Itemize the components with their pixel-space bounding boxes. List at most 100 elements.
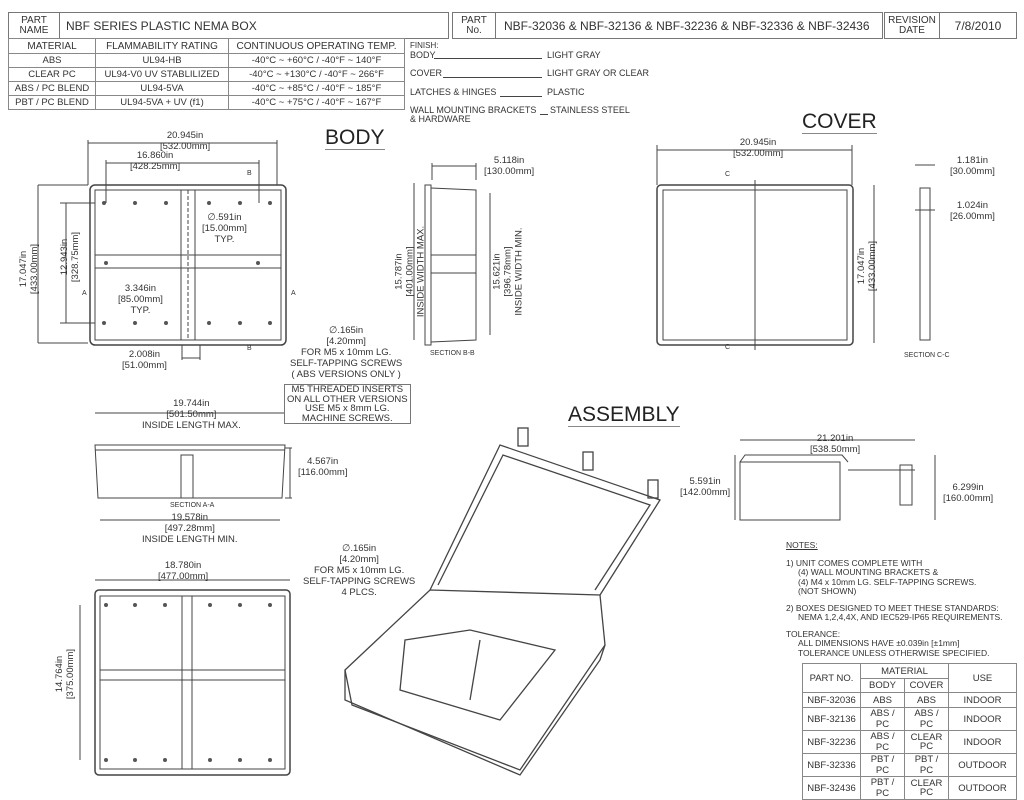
revision-date: 7/8/2010 <box>954 18 1002 33</box>
text: CLEAR PC <box>904 730 949 754</box>
text: PBT / PC <box>904 753 949 777</box>
text: [375.00mm] <box>65 648 76 700</box>
dim-bb-inside-max: 15.787in[401.00mm]INSIDE WIDTH MAX. <box>394 217 427 327</box>
part-name: NBF SERIES PLASTIC NEMA BOX <box>66 18 257 33</box>
text: PBT / PC <box>860 753 905 777</box>
dim-assembly-height-2: 6.299in[160.00mm] <box>943 482 993 504</box>
text: SELF-TAPPING SCREWS <box>290 358 403 369</box>
text: 12.943in <box>59 238 70 276</box>
text: OUTDOOR <box>948 776 1017 800</box>
revision-date-cell: 7/8/2010 <box>939 12 1017 39</box>
text: ∅.165in <box>329 325 364 336</box>
text: 19.578in <box>171 512 208 523</box>
text: [428.25mm] <box>130 161 181 172</box>
dim-cover-height: 17.047in[433.00mm] <box>856 231 878 301</box>
dim-hole-spacing: 3.346in[85.00mm]TYP. <box>118 283 163 316</box>
note-screw-4plcs: ∅.165in[4.20mm]FOR M5 x 10mm LG.SELF-TAP… <box>303 543 415 598</box>
dim-bb-depth: 5.118in[130.00mm] <box>484 155 534 177</box>
header-part-no: PART NO. <box>802 663 861 693</box>
text: 14.764in <box>54 655 65 693</box>
text: [396.78mm] <box>502 246 514 297</box>
text: [130.00mm] <box>484 166 535 177</box>
text: TOLERANCE UNLESS OTHERWISE SPECIFIED. <box>798 647 990 658</box>
finish-cover-value: LIGHT GRAY OR CLEAR <box>547 68 650 78</box>
text: [328.75mm] <box>70 231 81 283</box>
text: TYP. <box>130 305 151 316</box>
text: [160.00mm] <box>943 493 994 504</box>
text: 6.299in <box>952 482 984 493</box>
text: 19.744in <box>173 398 210 409</box>
text: NBF-32436 <box>802 776 861 800</box>
dim-body-inner-width: 16.860in[428.25mm] <box>130 150 180 172</box>
text: M5 THREADED INSERTS <box>291 384 404 395</box>
text: INSIDE LENGTH MAX. <box>142 420 241 431</box>
finish-hardware: & HARDWARE <box>410 114 471 124</box>
header-use: USE <box>948 663 1017 693</box>
revision-date-label: REVISION DATE <box>888 14 936 36</box>
text: FOR M5 x 10mm LG. <box>314 565 405 576</box>
text: NOTES: <box>786 540 818 550</box>
text: 17.047in <box>856 247 867 285</box>
text: [501.50mm] <box>166 409 217 420</box>
dim-offset: 2.008in[51.00mm] <box>122 349 167 371</box>
text: [538.50mm] <box>810 444 861 455</box>
finish-label: FINISH: <box>410 41 439 50</box>
text: 4.567in <box>307 456 339 467</box>
section-marker-c-top: C <box>725 171 731 178</box>
text: 17.047in <box>18 250 29 288</box>
dim-assembly-height-1: 5.591in[142.00mm] <box>680 476 730 498</box>
text: FOR M5 x 10mm LG. <box>301 347 392 358</box>
assembly-side-view <box>734 439 936 521</box>
text: TOLERANCE: <box>786 628 841 639</box>
section-marker-b-top: B <box>247 170 252 177</box>
dim-aa-height: 4.567in[116.00mm] <box>298 456 347 478</box>
section-aa-label: SECTION A-A <box>170 502 215 509</box>
temp: -40°C ~ +75°C / -40°F ~ 167°F <box>228 95 405 110</box>
text: [433.00mm] <box>29 243 40 295</box>
dim-assembly-width: 21.201in[538.50mm] <box>810 433 860 455</box>
text: NBF-32336 <box>802 753 861 777</box>
text: [532.00mm] <box>733 148 784 159</box>
text: NBF-32136 <box>802 707 861 731</box>
finish-body-value: LIGHT GRAY <box>547 50 601 60</box>
finish-brackets: WALL MOUNTING BRACKETS <box>410 105 537 115</box>
part-no: NBF-32036 & NBF-32136 & NBF-32236 & NBF-… <box>504 18 870 33</box>
text: ∅.591in <box>207 212 242 223</box>
text: [433.00mm] <box>867 240 878 292</box>
section-aa-view <box>94 412 292 521</box>
dim-body-inner-height: 12.943in[328.75mm] <box>59 217 81 297</box>
text: [4.20mm] <box>326 336 366 347</box>
text: [4.20mm] <box>339 554 379 565</box>
finish-body: BODY <box>410 50 436 60</box>
notes-block: NOTES: 1) UNIT COMES COMPLETE WITH (4) W… <box>786 540 1003 658</box>
dim-cc-1: 1.181in[30.00mm] <box>950 155 995 177</box>
text: ALL DIMENSIONS HAVE ±0.039in [±1mm] <box>798 638 960 648</box>
finish-latches-value: PLASTIC <box>547 87 585 97</box>
dim-cc-2: 1.024in[26.00mm] <box>950 200 995 222</box>
section-bb-view <box>413 163 491 346</box>
text: 20.945in <box>739 137 777 148</box>
assembly-view-title: ASSEMBLY <box>568 403 680 427</box>
text: ∅.165in <box>342 543 377 554</box>
text: 4 PLCS. <box>341 587 377 598</box>
section-marker-a-right: A <box>291 290 296 297</box>
section-bb-label: SECTION B-B <box>430 350 475 357</box>
text: ABS <box>904 692 949 708</box>
text: INSIDE WIDTH MAX. <box>415 225 427 318</box>
text: 1.024in <box>956 200 989 211</box>
section-marker-c-bottom: C <box>725 344 731 351</box>
dim-bottom-width: 18.780in[477.00mm] <box>158 560 208 582</box>
text: NBF-32236 <box>802 730 861 754</box>
finish-cover: COVER <box>410 68 443 78</box>
dim-cover-width: 20.945in[532.00mm] <box>733 137 783 159</box>
text: (NOT SHOWN) <box>798 586 857 596</box>
dim-hole-diameter: ∅.591in[15.00mm]TYP. <box>202 212 247 245</box>
